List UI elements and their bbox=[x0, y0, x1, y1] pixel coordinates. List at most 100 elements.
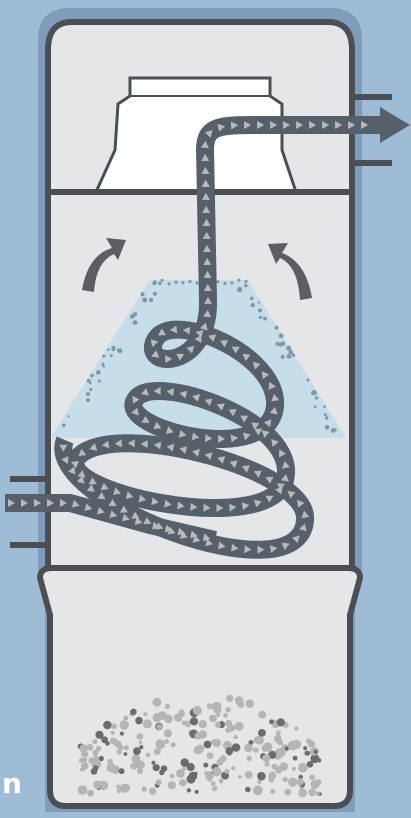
dust-particle bbox=[99, 756, 104, 761]
dust-particle bbox=[296, 778, 303, 785]
dust-particle bbox=[176, 769, 185, 778]
filter-dot bbox=[263, 317, 267, 321]
filter-dot bbox=[142, 298, 147, 303]
dust-particle bbox=[277, 718, 285, 726]
filter-dot bbox=[258, 301, 260, 303]
filter-dot bbox=[188, 280, 191, 283]
dust-particle bbox=[92, 739, 97, 744]
dust-particle bbox=[293, 756, 298, 761]
dust-particle bbox=[164, 729, 172, 737]
filter-dot bbox=[244, 280, 247, 283]
dust-particle bbox=[189, 772, 198, 781]
filter-dot bbox=[142, 293, 145, 296]
dust-particle bbox=[139, 745, 143, 749]
dust-particle bbox=[211, 740, 216, 745]
dust-particle bbox=[136, 733, 143, 740]
filter-dot bbox=[311, 390, 316, 395]
dust-particle bbox=[116, 785, 120, 789]
dust-particle bbox=[305, 751, 310, 756]
dust-bucket bbox=[40, 568, 360, 806]
dust-particle bbox=[199, 720, 207, 728]
dust-particle bbox=[207, 752, 214, 759]
filter-dot bbox=[107, 348, 110, 351]
dust-particle bbox=[223, 713, 228, 718]
dust-particle bbox=[303, 746, 307, 750]
dust-particle bbox=[142, 786, 147, 791]
filter-dot bbox=[90, 374, 94, 378]
dust-particle bbox=[279, 762, 288, 771]
dust-particle bbox=[111, 731, 115, 735]
dust-particle bbox=[79, 758, 84, 763]
filter-dot bbox=[110, 354, 113, 357]
dust-particle bbox=[233, 735, 237, 739]
dust-particle bbox=[225, 769, 230, 774]
dust-particle bbox=[111, 765, 120, 774]
dust-particle bbox=[179, 779, 186, 786]
dust-particle bbox=[265, 762, 270, 767]
dust-particle bbox=[306, 738, 311, 743]
filter-dot bbox=[250, 297, 254, 301]
filter-dot bbox=[307, 378, 310, 381]
dust-particle bbox=[181, 758, 189, 766]
dust-particle bbox=[165, 704, 170, 709]
dust-particle bbox=[187, 788, 191, 792]
corner-label: n bbox=[2, 764, 22, 804]
dust-particle bbox=[292, 767, 296, 771]
dust-particle bbox=[298, 763, 308, 773]
filter-dot bbox=[314, 405, 317, 408]
filter-dot bbox=[237, 279, 240, 282]
dust-particle bbox=[294, 726, 298, 730]
dust-particle bbox=[288, 778, 297, 787]
filter-dot bbox=[118, 348, 123, 353]
filter-dot bbox=[160, 279, 163, 282]
dust-particle bbox=[153, 764, 160, 771]
dust-particle bbox=[137, 768, 143, 774]
dust-particle bbox=[91, 768, 98, 775]
dust-particle bbox=[282, 777, 288, 783]
dust-particle bbox=[123, 716, 128, 721]
filter-dot bbox=[279, 334, 284, 339]
dust-particle bbox=[247, 756, 252, 761]
filter-dot bbox=[223, 282, 226, 285]
dust-particle bbox=[95, 731, 103, 739]
filter-dot bbox=[286, 346, 291, 351]
dust-particle bbox=[309, 775, 315, 781]
dust-particle bbox=[190, 717, 198, 725]
dust-particle bbox=[153, 713, 162, 722]
dust-particle bbox=[193, 706, 202, 715]
dust-particle bbox=[88, 757, 95, 764]
dust-particle bbox=[205, 772, 214, 781]
dust-particle bbox=[107, 759, 113, 765]
dust-particle bbox=[179, 709, 185, 715]
filter-dot bbox=[158, 282, 162, 286]
filter-dot bbox=[67, 415, 69, 417]
dust-particle bbox=[258, 729, 266, 737]
dust-particle bbox=[317, 758, 321, 762]
dust-particle bbox=[156, 779, 162, 785]
filter-dot bbox=[325, 416, 329, 420]
dust-particle bbox=[135, 717, 143, 725]
dust-particle bbox=[225, 728, 230, 733]
dust-particle bbox=[87, 744, 94, 751]
dust-particle bbox=[139, 741, 143, 745]
filter-dot bbox=[287, 354, 292, 359]
dust-particle bbox=[276, 730, 281, 735]
filter-dot bbox=[62, 424, 66, 428]
dust-particle bbox=[143, 719, 152, 728]
dust-particle bbox=[111, 723, 117, 729]
dust-particle bbox=[105, 741, 110, 746]
dust-particle bbox=[119, 768, 125, 774]
dust-particle bbox=[220, 755, 227, 762]
dust-particle bbox=[120, 720, 129, 729]
dust-particle bbox=[311, 780, 320, 789]
dust-particle bbox=[204, 741, 212, 749]
dust-particle bbox=[182, 721, 187, 726]
dust-particle bbox=[143, 712, 147, 716]
filter-dot bbox=[244, 284, 247, 287]
filter-dot bbox=[195, 281, 198, 284]
dust-particle bbox=[232, 743, 241, 752]
dust-particle bbox=[196, 745, 205, 754]
dust-particle bbox=[78, 785, 88, 795]
filter-dot bbox=[216, 280, 219, 283]
